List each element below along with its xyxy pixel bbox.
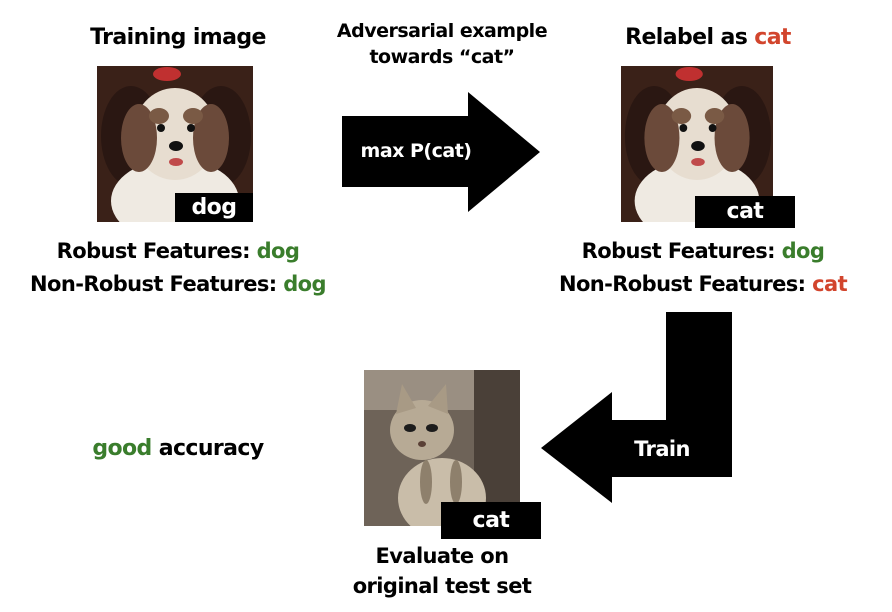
training-nonrobust-line: Non-Robust Features: dog [20,272,336,296]
adversarial-caption-line2: towards “cat” [369,46,515,68]
nonrobust-features-prefix: Non-Robust Features: [30,272,284,296]
cat-photo-test [364,370,520,526]
robust-features-prefix: Robust Features: [56,239,257,263]
nonrobust-features-value: dog [283,272,326,296]
dog-photo-training: dog [97,66,253,222]
training-robust-line: Robust Features: dog [20,239,336,263]
relabel-title: Relabel as cat [590,25,826,50]
train-arrow-shape [541,312,732,503]
nonrobust-features-prefix: Non-Robust Features: [558,272,813,296]
evaluate-caption-line2: original test set [352,574,532,598]
robust-features-value: dog [256,239,300,263]
relabel-nonrobust-line: Non-Robust Features: cat [545,272,861,296]
evaluate-label-box: cat [441,502,541,539]
adversarial-arrow-label: max P(cat) [360,140,472,162]
evaluate-caption-line1: Evaluate on [375,544,510,568]
robust-features-value: dog [781,239,825,263]
training-label-box: dog [175,193,253,222]
relabel-label-box: cat [695,196,795,228]
train-arrow-label: Train [634,437,690,461]
nonrobust-features-value: cat [812,272,848,296]
adversarial-arrow-shape [342,92,540,212]
training-image-title: Training image [90,25,266,50]
accuracy-suffix: accuracy [151,436,264,461]
adversarial-caption-line1: Adversarial example [336,20,548,42]
accuracy-result: good accuracy [70,436,286,461]
cat-photo-icon [364,370,520,526]
accuracy-quality: good [92,436,152,461]
relabel-title-prefix: Relabel as [625,25,755,50]
robust-features-prefix: Robust Features: [581,239,782,263]
relabel-title-value: cat [754,25,791,50]
relabel-robust-line: Robust Features: dog [545,239,861,263]
